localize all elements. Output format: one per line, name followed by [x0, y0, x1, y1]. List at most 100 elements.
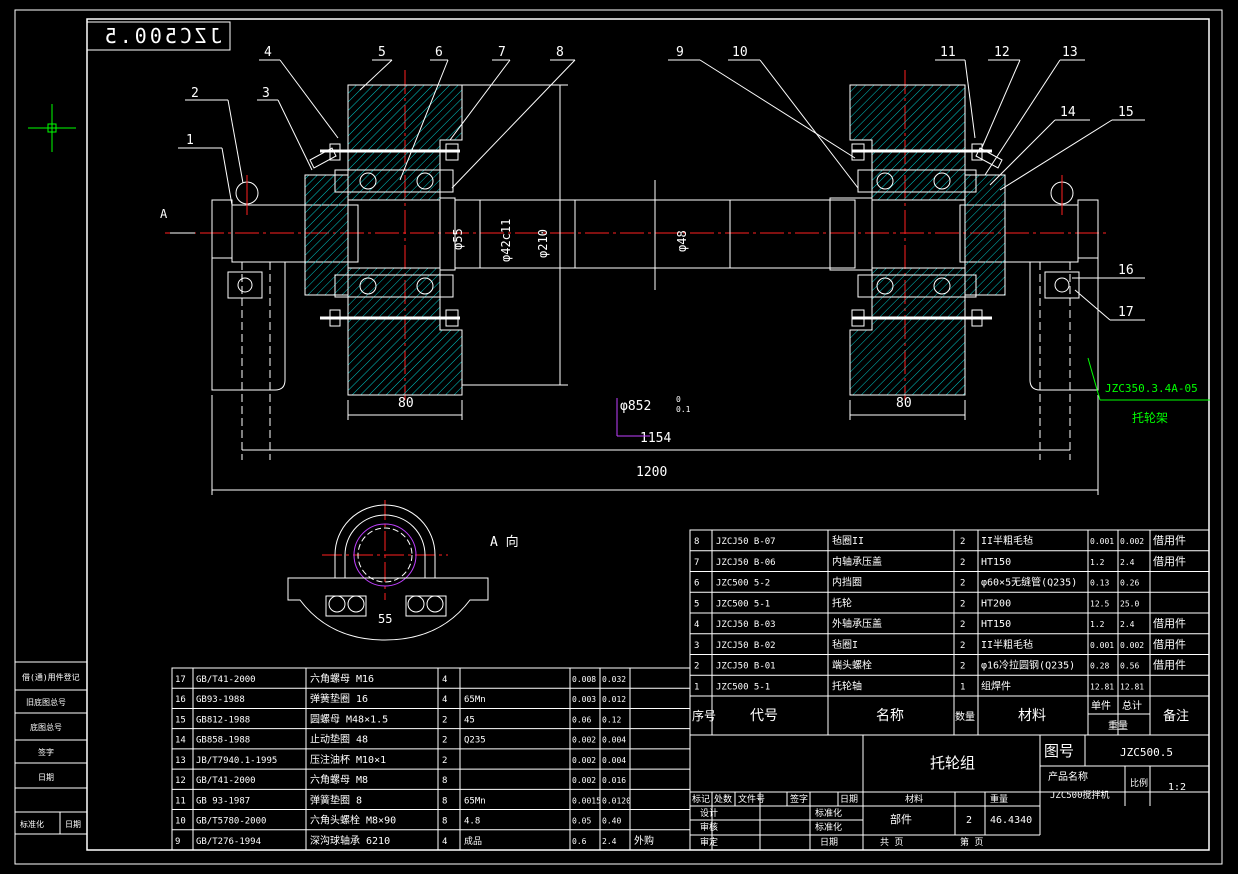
upper-bom-code: JZCJ50 B-06 — [716, 558, 776, 568]
lower-bom-name: 弹簧垫圈 8 — [310, 793, 362, 806]
lower-bom-material: Q235 — [464, 736, 486, 746]
rev-header-0: 标记 — [692, 793, 710, 805]
bom-header-unit: 单件 — [1091, 700, 1111, 712]
lower-bom-total: 0.032 — [602, 675, 626, 684]
balloon-leaders — [178, 59, 1145, 321]
upper-bom-total: 12.81 — [1120, 682, 1144, 691]
left-col-5: 标准化 — [20, 819, 44, 829]
title-scale: 1:2 — [1168, 782, 1186, 793]
upper-bom-total: 25.0 — [1120, 599, 1139, 608]
dim-55: φ55 — [451, 228, 465, 250]
lower-bom-total: 0.004 — [602, 756, 626, 765]
lower-bom-unit: 0.002 — [572, 736, 596, 745]
balloon-3: 3 — [262, 86, 270, 101]
lower-bom-unit: 0.05 — [572, 817, 591, 826]
upper-bom-qty: 2 — [960, 662, 965, 672]
lower-bom-name: 压注油杯 M10×1 — [310, 753, 386, 766]
left-col-2: 底图总号 — [30, 722, 62, 732]
upper-bom-qty: 2 — [960, 579, 965, 589]
drawing-number-stamp: JZC500.5 — [102, 24, 222, 48]
main-section-view — [165, 70, 1110, 460]
dim-210: φ210 — [536, 229, 550, 258]
upper-bom-unit: 0.28 — [1090, 662, 1109, 671]
upper-bom-qty: 2 — [960, 620, 965, 630]
lower-bom-total: 0.12 — [602, 715, 621, 724]
balloon-16: 16 — [1118, 263, 1134, 278]
title-sheet-total: 共 页 — [880, 837, 903, 848]
lower-bom-total: 0.012 — [602, 695, 626, 704]
lower-bom-no: 13 — [175, 756, 186, 766]
lower-bom-material: 65Mn — [464, 796, 486, 806]
arrow-label-a: A — [160, 207, 168, 221]
upper-bom-material: II半粗毛毡 — [981, 638, 1033, 651]
title-sheet-no: 第 页 — [960, 836, 983, 848]
upper-bom-no: 3 — [694, 641, 699, 651]
title-block-grid — [689, 734, 1210, 851]
a-direction-view — [287, 500, 489, 641]
lower-bom-unit: 0.002 — [572, 776, 596, 785]
upper-bom-no: 7 — [694, 558, 699, 568]
title-component-label: 部件 — [890, 812, 912, 826]
left-col-0: 借(通)用件登记 — [22, 672, 80, 682]
role2-date: 日期 — [820, 837, 838, 848]
balloon-17: 17 — [1118, 305, 1134, 320]
left-column-table — [14, 661, 88, 835]
upper-bom-code: JZC500 5-2 — [716, 579, 770, 589]
dimension-lines — [211, 84, 1099, 495]
title-scale-label: 比例 — [1130, 777, 1148, 789]
lower-bom-total: 0.016 — [602, 776, 626, 785]
upper-bom-note: 借用件 — [1153, 617, 1186, 630]
upper-bom-code: JZCJ50 B-07 — [716, 537, 776, 547]
lower-bom-name: 六角螺母 M8 — [310, 774, 368, 786]
upper-bom-name: 毡圈I — [832, 638, 858, 651]
balloon-4: 4 — [264, 45, 272, 60]
upper-bom-note: 借用件 — [1153, 638, 1186, 651]
lower-bom-unit: 0.6 — [572, 837, 587, 846]
upper-bom-total: 2.4 — [1120, 558, 1135, 567]
lower-bom-total: 0.004 — [602, 736, 626, 745]
upper-bom-name: 内轴承压盖 — [832, 555, 882, 568]
left-col-6: 日期 — [65, 820, 81, 829]
upper-bom-total: 0.56 — [1120, 662, 1139, 671]
lower-bom-no: 15 — [175, 715, 186, 725]
lower-bom-qty: 2 — [442, 736, 447, 746]
lower-bom-material: 4.8 — [464, 817, 480, 827]
lower-bom-name: 弹簧垫圈 16 — [310, 692, 368, 705]
upper-bom-total: 0.002 — [1120, 537, 1144, 546]
upper-bom-note: 借用件 — [1153, 534, 1186, 547]
upper-bom-unit: 0.13 — [1090, 579, 1109, 588]
lower-bom-material: 45 — [464, 715, 475, 725]
upper-bom-name: 托轮轴 — [832, 679, 862, 692]
upper-bom-name: 端头螺栓 — [832, 659, 872, 672]
lower-bom-qty: 8 — [442, 776, 447, 786]
upper-bom-no: 6 — [694, 579, 699, 589]
title-component-qty: 2 — [966, 815, 972, 826]
dim-42c11: φ42c11 — [499, 219, 513, 262]
bom-header-name: 名称 — [876, 708, 904, 724]
title-weight-label: 重量 — [990, 793, 1008, 805]
lower-bom-qty: 8 — [442, 796, 447, 806]
upper-bom-no: 4 — [694, 620, 699, 630]
upper-bom-qty: 2 — [960, 537, 965, 547]
title-product-name: JZC500搅拌机 — [1050, 789, 1110, 801]
role2-standard: 标准化 — [815, 807, 842, 819]
left-col-3: 签字 — [38, 747, 54, 757]
upper-bom-material: 组焊件 — [981, 679, 1011, 692]
upper-bom-material: II半粗毛毡 — [981, 534, 1033, 547]
lower-bom-no: 12 — [175, 776, 186, 786]
upper-bom-unit: 0.001 — [1090, 537, 1114, 546]
role-design: 设计 — [700, 807, 718, 819]
upper-bom-name: 毡圈II — [832, 534, 864, 547]
balloon-1: 1 — [186, 133, 194, 148]
lower-bom-name: 六角头螺栓 M8×90 — [310, 814, 396, 827]
bom-header-total: 总计 — [1122, 699, 1142, 712]
bom-header-note: 备注 — [1163, 708, 1189, 724]
bom-header-code: 代号 — [750, 708, 778, 724]
lower-bom-unit: 0.0015 — [572, 796, 601, 805]
lower-bom-name: 圆螺母 M48×1.5 — [310, 713, 388, 725]
balloon-14: 14 — [1060, 105, 1076, 120]
reference-name: 托轮架 — [1132, 411, 1168, 425]
lower-bom-name: 止动垫圈 48 — [310, 733, 368, 746]
lower-bom-no: 17 — [175, 675, 186, 685]
reference-code: JZC350.3.4A-05 — [1105, 382, 1198, 395]
